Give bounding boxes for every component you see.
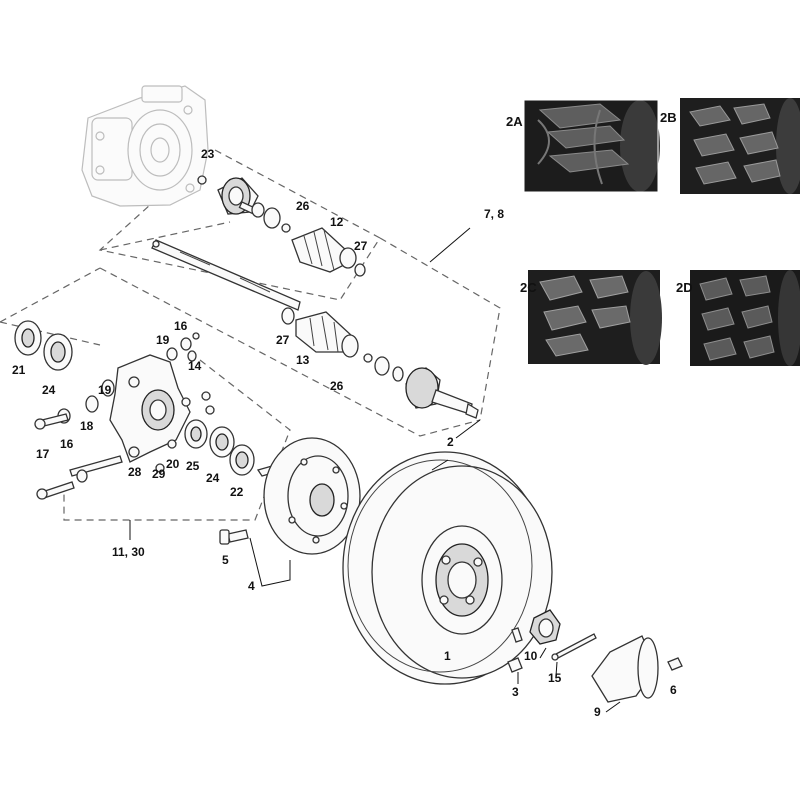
cap-screw xyxy=(667,657,683,671)
callout-4: 4 xyxy=(248,579,255,593)
callout-9: 9 xyxy=(594,705,601,719)
lug-nut xyxy=(507,657,523,673)
callout-27-lower: 27 xyxy=(276,333,290,347)
callout-26-lower: 26 xyxy=(330,379,344,393)
axle-shaft xyxy=(151,239,301,311)
tire-label-2c: 2C xyxy=(520,280,537,295)
valve-stem xyxy=(511,627,523,643)
callout-22: 22 xyxy=(230,485,244,499)
callout-5: 5 xyxy=(222,553,229,567)
callout-23: 23 xyxy=(201,147,215,161)
cotter-pin xyxy=(551,633,597,661)
callout-2: 2 xyxy=(447,435,454,449)
callout-19-lower: 19 xyxy=(98,383,112,397)
callout-25: 25 xyxy=(186,459,200,473)
tire-variant-2b: 2B xyxy=(660,98,800,194)
tire-variant-2d: 2D xyxy=(676,270,800,366)
callout-19-upper: 19 xyxy=(156,333,170,347)
hub-cap xyxy=(591,635,659,703)
callout-17: 17 xyxy=(36,447,50,461)
callout-16-lower: 16 xyxy=(60,437,74,451)
callout-21: 21 xyxy=(12,363,26,377)
differential-housing xyxy=(81,85,209,207)
callout-3: 3 xyxy=(512,685,519,699)
callout-10: 10 xyxy=(524,649,538,663)
callout-6: 6 xyxy=(670,683,677,697)
wheel-stud xyxy=(219,529,249,545)
seal xyxy=(43,333,73,371)
callout-29: 29 xyxy=(152,467,166,481)
callout-11-30: 11, 30 xyxy=(112,545,145,559)
axle-assembly-outline xyxy=(98,149,501,437)
tire-variant-2c: 2C xyxy=(520,270,662,365)
tire-label-2b: 2B xyxy=(660,110,677,125)
tire-label-2a: 2A xyxy=(506,114,523,129)
callout-16-upper: 16 xyxy=(174,319,188,333)
callout-26-upper: 26 xyxy=(296,199,310,213)
knuckle-assembly-outline xyxy=(0,267,291,521)
callout-labels: 23 26 12 27 7, 8 27 13 26 2 21 24 19 16 … xyxy=(12,147,677,719)
leader-4 xyxy=(249,537,291,587)
knuckle-small-parts xyxy=(34,332,215,500)
callout-13: 13 xyxy=(296,353,310,367)
callout-15: 15 xyxy=(548,671,562,685)
inner-bearings xyxy=(184,419,255,476)
callout-12: 12 xyxy=(330,215,344,229)
wheel-hub xyxy=(256,437,361,555)
callout-14: 14 xyxy=(188,359,202,373)
callout-24-right: 24 xyxy=(206,471,220,485)
callout-18: 18 xyxy=(80,419,94,433)
callout-7-8: 7, 8 xyxy=(484,207,504,221)
callout-28: 28 xyxy=(128,465,142,479)
outer-cv-joint xyxy=(405,367,479,419)
steering-knuckle xyxy=(109,354,191,463)
bearing-outer xyxy=(14,320,42,356)
callout-1: 1 xyxy=(444,649,451,663)
inner-cv-joint xyxy=(197,175,265,218)
leaders-misc xyxy=(129,419,621,713)
castle-nut xyxy=(529,609,561,645)
wheel-tire xyxy=(342,451,553,685)
tire-label-2d: 2D xyxy=(676,280,693,295)
callout-27-upper: 27 xyxy=(354,239,368,253)
tire-variant-2a: 2A xyxy=(506,99,660,193)
cv-boot-inner xyxy=(263,207,366,277)
leader-7-8 xyxy=(429,227,471,263)
cv-boot-outer xyxy=(281,307,404,382)
callout-20: 20 xyxy=(166,457,180,471)
callout-24-left: 24 xyxy=(42,383,56,397)
